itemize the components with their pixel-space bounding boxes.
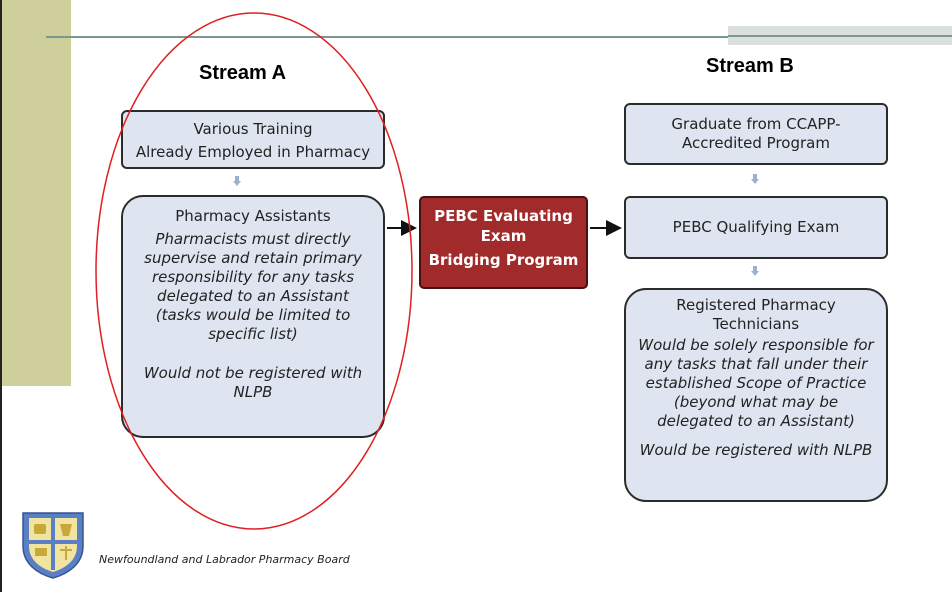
down-arrow-icon	[233, 176, 241, 186]
bridging-program-label: Bridging Program	[428, 251, 579, 269]
pebc-qualifying-exam-text: PEBC Qualifying Exam	[672, 218, 840, 236]
registered-technicians-registration-note: Would be registered with NLPB	[639, 441, 873, 459]
stream-b-title: Stream B	[706, 55, 794, 77]
pharmacy-assistants-box: Pharmacy Assistants Pharmacists must dir…	[121, 195, 385, 438]
top-divider-line	[46, 36, 952, 38]
various-training-box: Various Training Already Employed in Pha…	[121, 110, 385, 169]
stream-a-highlight-ellipse	[95, 12, 413, 530]
ccapp-graduate-box: Graduate from CCAPP-Accredited Program	[624, 103, 888, 165]
slide-left-border	[0, 0, 2, 592]
pharmacy-assistants-registration-note: Would not be registered with NLPB	[143, 364, 363, 401]
top-accent-line	[728, 35, 952, 37]
pharmacy-assistants-title: Pharmacy Assistants	[175, 207, 331, 225]
registered-technicians-box: Registered Pharmacy Technicians Would be…	[624, 288, 888, 502]
pebc-bridging-box: PEBC Evaluating Exam Bridging Program	[419, 196, 588, 289]
registered-technicians-description: Would be solely responsible for any task…	[638, 336, 874, 430]
down-arrow-icon	[751, 266, 759, 276]
ccapp-graduate-text: Graduate from CCAPP-Accredited Program	[671, 115, 841, 152]
footer-organization-name: Newfoundland and Labrador Pharmacy Board	[99, 553, 350, 566]
pharmacy-assistants-description: Pharmacists must directly supervise and …	[144, 230, 362, 343]
registered-technicians-title: Registered Pharmacy Technicians	[676, 296, 836, 333]
various-training-line2: Already Employed in Pharmacy	[135, 143, 371, 161]
pebc-evaluating-exam-label: PEBC Evaluating Exam	[434, 207, 573, 245]
various-training-line1: Various Training	[193, 120, 313, 138]
stream-a-title: Stream A	[199, 62, 287, 84]
pharmacy-board-crest-icon	[22, 512, 84, 579]
decorative-side-bar	[2, 0, 71, 386]
down-arrow-icon	[751, 174, 759, 184]
pebc-qualifying-exam-box: PEBC Qualifying Exam	[624, 196, 888, 259]
